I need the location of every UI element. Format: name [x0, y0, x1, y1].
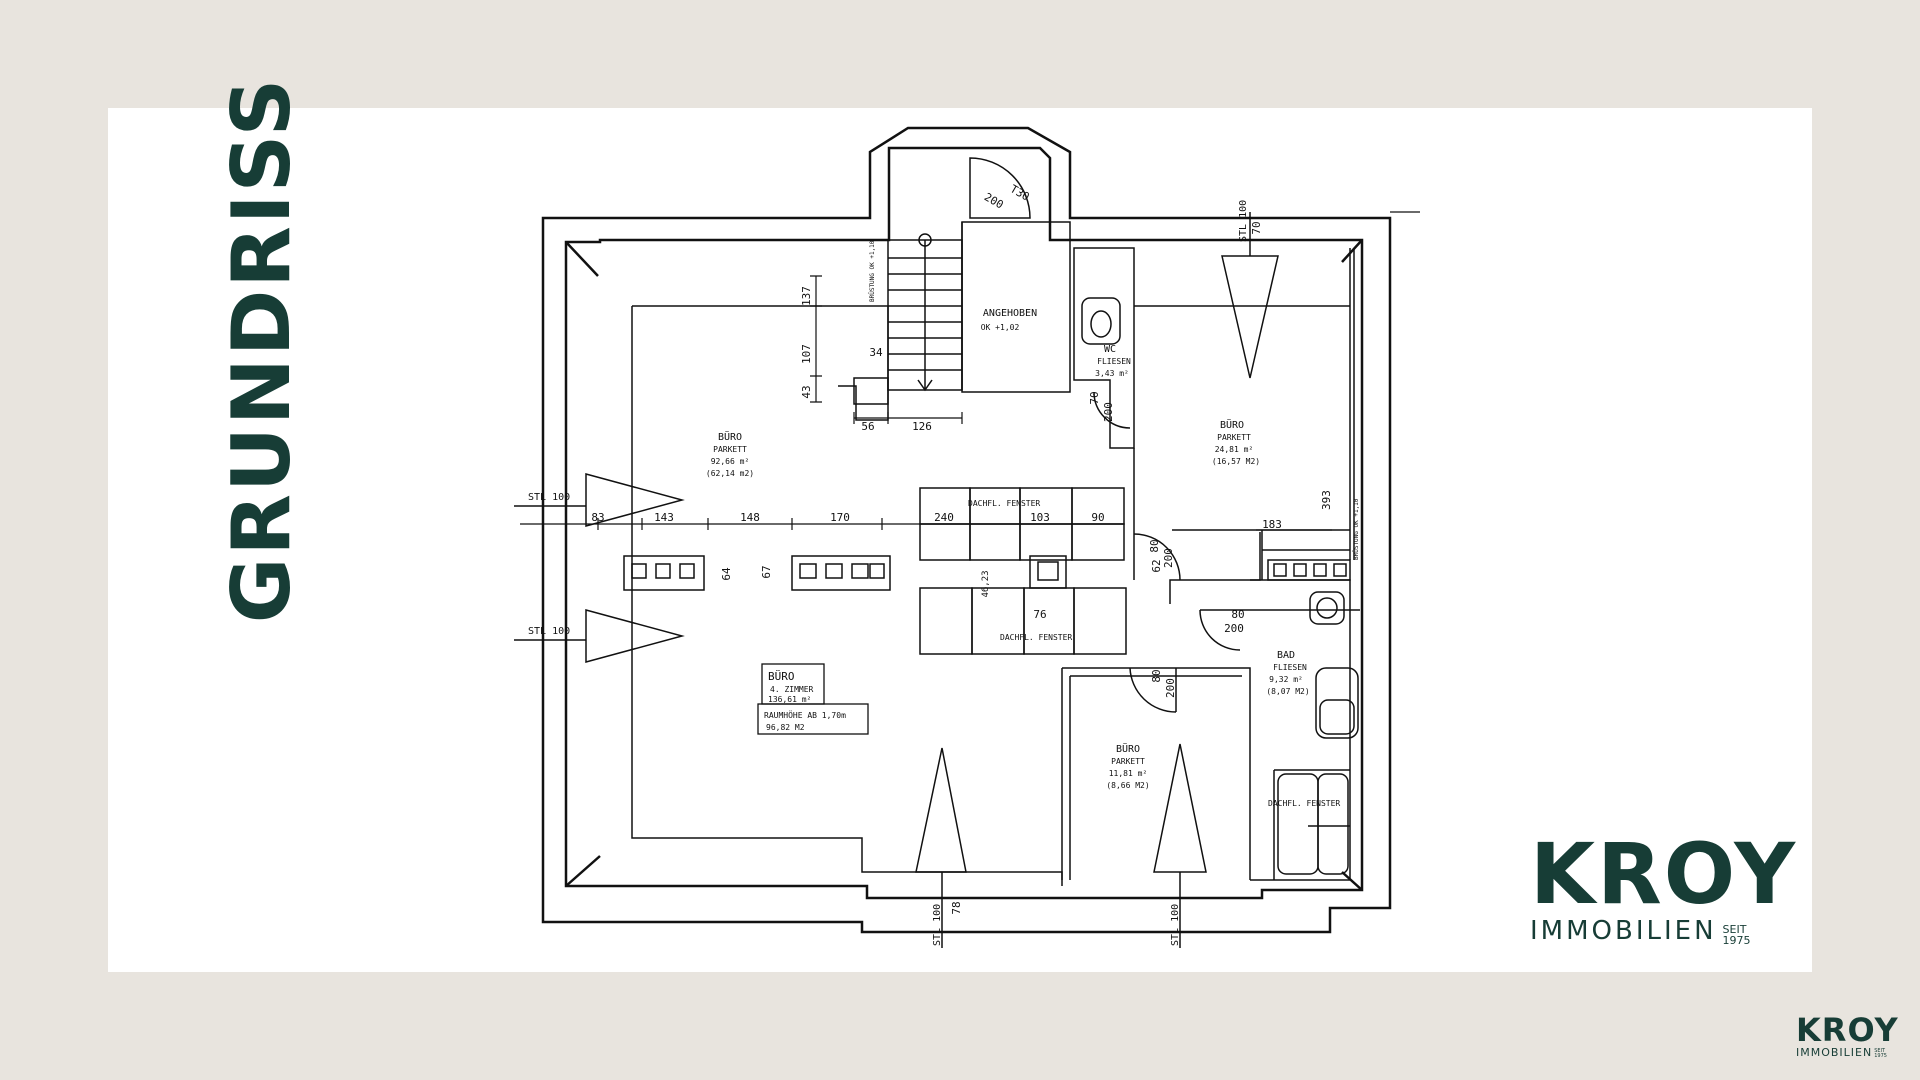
- skylight-label-3: DACHFL. FENSTER: [1268, 799, 1340, 808]
- dim-67: 67: [760, 565, 773, 578]
- stairs: [853, 222, 963, 405]
- slope-arrows: [514, 212, 1279, 948]
- inner-walls: [631, 221, 1360, 886]
- logo-small-since: SEIT 1975: [1874, 1049, 1887, 1059]
- dim-107: 107: [800, 344, 813, 364]
- room-buero-4-height: RAUMHÖHE AB 1,70m: [764, 710, 846, 720]
- room-buero-main-area: 92,66 m²: [711, 457, 750, 466]
- stl-label-bottom-1: STL 100: [932, 904, 943, 946]
- room-angehoben-level: OK +1,02: [981, 323, 1020, 332]
- dim-83: 83: [591, 511, 604, 524]
- door-70-width: 70: [1088, 391, 1101, 404]
- room-bad-alt: (8,07 M2): [1266, 687, 1309, 696]
- logo-tagline: IMMOBILIEN: [1530, 916, 1717, 946]
- dim-90: 90: [1091, 511, 1104, 524]
- door-80-width-1: 80: [1148, 539, 1161, 552]
- dim-34: 34: [869, 346, 883, 359]
- dim-240: 240: [934, 511, 954, 524]
- dim-43: 43: [800, 385, 813, 398]
- door-80-width-2: 80: [1231, 608, 1244, 621]
- dim-137: 137: [800, 286, 813, 306]
- logo-small-since-label: SEIT: [1874, 1048, 1886, 1054]
- room-buero-main-floor: PARKETT: [713, 445, 747, 454]
- room-angehoben-name: ANGEHOBEN: [983, 308, 1037, 319]
- room-wc-name: WC: [1104, 344, 1116, 355]
- door-80-width-3: 80: [1150, 669, 1163, 682]
- room-buero-main-name: BÜRO: [718, 430, 742, 443]
- logo-small-tagline: IMMOBILIEN: [1796, 1046, 1873, 1059]
- room-wc-area: 3,43 m²: [1095, 369, 1129, 378]
- logo-name: KROY: [1530, 825, 1798, 923]
- logo-since-year: 1975: [1722, 934, 1751, 947]
- door-80-height-1: 200: [1162, 548, 1175, 568]
- kroy-logo: KROY IMMOBILIEN SEIT 1975: [1530, 832, 1797, 946]
- skylight-label-1: DACHFL. FENSTER: [968, 499, 1040, 508]
- bruestung-label-1: BRÜSTUNG OK +1,10: [869, 240, 876, 302]
- room-buero-main-alt: (62,14 m2): [706, 469, 754, 478]
- dim-393: 393: [1320, 490, 1333, 510]
- logo-small-name: KROY: [1796, 1011, 1899, 1049]
- room-buero-4-alt: 96,82 M2: [766, 723, 805, 732]
- skylights: [623, 487, 1351, 655]
- room-buero-4-area: 136,61 m²: [768, 695, 811, 704]
- stl-label-bottom-2: STL 100: [1170, 904, 1181, 946]
- room-labels: BÜRO PARKETT 92,66 m² (62,14 m2) ANGEHOB…: [706, 308, 1310, 790]
- dim-46-23: 46,23: [981, 570, 991, 597]
- logo-small-since-year: 1975: [1874, 1053, 1887, 1059]
- door-70-height: 200: [1102, 402, 1115, 422]
- outer-walls: [541, 126, 1392, 934]
- bruestung-label-2: BRÜSTUNG OK +1,10: [1353, 498, 1360, 560]
- room-buero-small-name: BÜRO: [1116, 742, 1140, 755]
- room-bad-area: 9,32 m²: [1269, 675, 1303, 684]
- room-buero-4-box: BÜRO 4. ZIMMER 136,61 m² RAUMHÖHE AB 1,7…: [757, 663, 869, 735]
- skylight-label-2: DACHFL. FENSTER: [1000, 633, 1072, 642]
- room-buero-right-area: 24,81 m²: [1215, 445, 1254, 454]
- dim-56: 56: [861, 420, 874, 433]
- room-buero-4-name: BÜRO: [768, 670, 795, 683]
- doors: [969, 157, 1241, 713]
- logo-subline: IMMOBILIEN SEIT 1975: [1530, 916, 1797, 946]
- dim-78: 78: [950, 901, 963, 914]
- dim-126: 126: [912, 420, 932, 433]
- room-bad-floor: FLIESEN: [1273, 663, 1307, 672]
- room-buero-small-area: 11,81 m²: [1109, 769, 1148, 778]
- content-panel: [108, 108, 1812, 972]
- room-buero-right-alt: (16,57 M2): [1212, 457, 1260, 466]
- logo-small-subline: IMMOBILIEN SEIT 1975: [1796, 1046, 1899, 1059]
- dim-103: 103: [1030, 511, 1050, 524]
- dim-64: 64: [720, 567, 733, 581]
- kroy-logo-small: KROY IMMOBILIEN SEIT 1975: [1796, 1014, 1899, 1059]
- room-wc-floor: FLIESEN: [1097, 357, 1131, 366]
- dimension-lines: [520, 275, 1332, 531]
- dimension-labels: 83 143 148 170 240 103 90 56 126 137 107…: [591, 182, 1333, 914]
- logo-since-label: SEIT: [1722, 923, 1747, 936]
- door-80-height-3: 200: [1164, 678, 1177, 698]
- room-buero-small-alt: (8,66 M2): [1106, 781, 1149, 790]
- room-buero-right-floor: PARKETT: [1217, 433, 1251, 442]
- logo-since: SEIT 1975: [1723, 924, 1751, 946]
- dim-62: 62: [1150, 559, 1163, 572]
- door-200-top: 200: [982, 190, 1006, 211]
- dim-148: 148: [740, 511, 760, 524]
- stl-label-left-1: STL 100: [528, 492, 570, 503]
- door-80-height-2: 200: [1224, 622, 1244, 635]
- dim-170: 170: [830, 511, 850, 524]
- stl-label-top: STL 100: [1238, 200, 1249, 242]
- dim-76: 76: [1033, 608, 1046, 621]
- room-buero-small-floor: PARKETT: [1111, 757, 1145, 766]
- dim-70-top: 70: [1250, 221, 1263, 234]
- dim-183: 183: [1262, 518, 1282, 531]
- room-buero-right-name: BÜRO: [1220, 418, 1244, 431]
- misc-labels: DACHFL. FENSTER DACHFL. FENSTER DACHFL. …: [528, 200, 1360, 946]
- fixtures: [1081, 297, 1359, 875]
- room-buero-4-rooms: 4. ZIMMER: [770, 685, 814, 694]
- stl-label-left-2: STL 100: [528, 626, 570, 637]
- room-bad-name: BAD: [1277, 650, 1295, 661]
- dim-143: 143: [654, 511, 674, 524]
